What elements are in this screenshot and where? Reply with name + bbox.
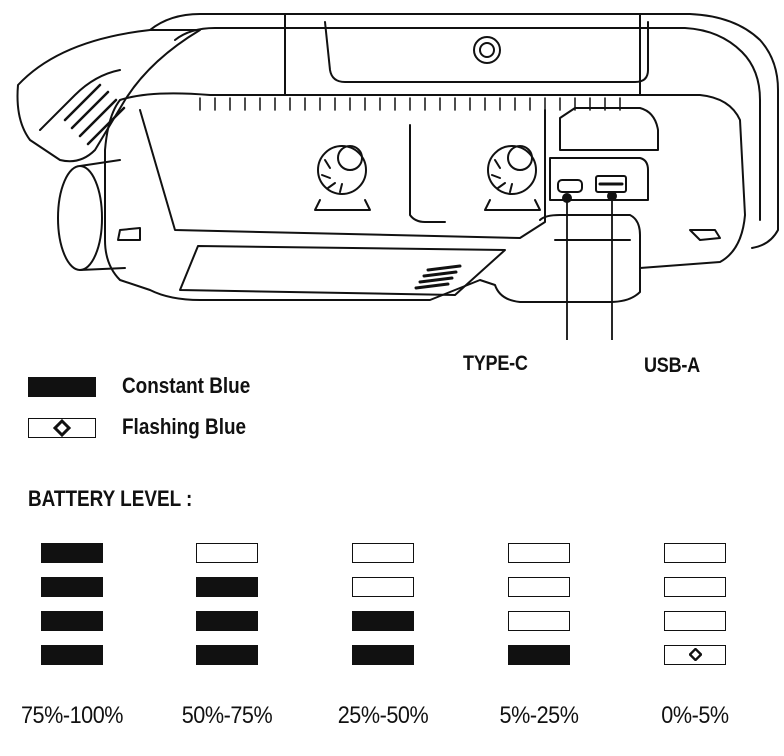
level-2-segment-3	[352, 645, 414, 665]
level-col-2	[352, 543, 414, 669]
top-handle	[149, 13, 779, 249]
legend-constant-label: Constant Blue	[122, 373, 251, 398]
screw-icon	[473, 36, 501, 64]
port-cover	[559, 107, 659, 151]
level-0-segment-1	[41, 577, 103, 597]
diamond-icon	[689, 648, 702, 661]
level-1-segment-0	[196, 543, 258, 563]
level-3-segment-0	[508, 543, 570, 563]
level-3-segment-2	[508, 611, 570, 631]
constant-swatch	[28, 377, 96, 397]
left-knob-icon	[314, 145, 371, 211]
level-3-segment-3	[508, 645, 570, 665]
level-2-segment-2	[352, 611, 414, 631]
right-knob-icon	[484, 145, 541, 211]
vent-comb	[199, 97, 621, 111]
level-4-segment-3	[664, 645, 726, 665]
right-bracket	[539, 214, 641, 269]
level-0-segment-0	[41, 543, 103, 563]
level-2-segment-1	[352, 577, 414, 597]
level-4-segment-0	[664, 543, 726, 563]
level-0-segment-3	[41, 645, 103, 665]
level-1-segment-1	[196, 577, 258, 597]
diamond-icon	[52, 419, 72, 437]
level-label-4: 0%-5%	[661, 702, 729, 729]
level-col-4	[664, 543, 726, 669]
level-col-3	[508, 543, 570, 669]
left-vent	[63, 83, 126, 146]
type-c-leader-line	[566, 197, 568, 340]
top-handle-inner	[174, 27, 761, 221]
level-label-0: 75%-100%	[20, 702, 124, 729]
battery-indicator-icon	[414, 264, 462, 290]
legend-flashing-label: Flashing Blue	[122, 414, 247, 439]
usb-a-leader-line	[611, 195, 613, 340]
level-col-0	[41, 543, 103, 669]
device-illustration	[16, 13, 779, 340]
level-1-segment-2	[196, 611, 258, 631]
usb-a-label: USB-A	[644, 354, 700, 377]
level-label-3: 5%-25%	[499, 702, 579, 729]
level-4-segment-1	[664, 577, 726, 597]
main-body	[104, 92, 746, 303]
level-4-segment-2	[664, 611, 726, 631]
battery-level-title: BATTERY LEVEL :	[28, 486, 193, 511]
level-3-segment-1	[508, 577, 570, 597]
level-0-segment-2	[41, 611, 103, 631]
battery-plate	[179, 245, 506, 296]
port-panel	[549, 157, 649, 201]
level-label-1: 50%-75%	[181, 702, 273, 729]
type-c-port-icon	[557, 179, 583, 193]
type-c-label: TYPE-C	[463, 352, 528, 375]
handle-plate	[324, 21, 649, 83]
level-2-segment-0	[352, 543, 414, 563]
side-hinge	[57, 165, 103, 271]
level-col-1	[196, 543, 258, 669]
flashing-swatch	[28, 418, 96, 438]
level-1-segment-3	[196, 645, 258, 665]
level-label-2: 25%-50%	[337, 702, 429, 729]
